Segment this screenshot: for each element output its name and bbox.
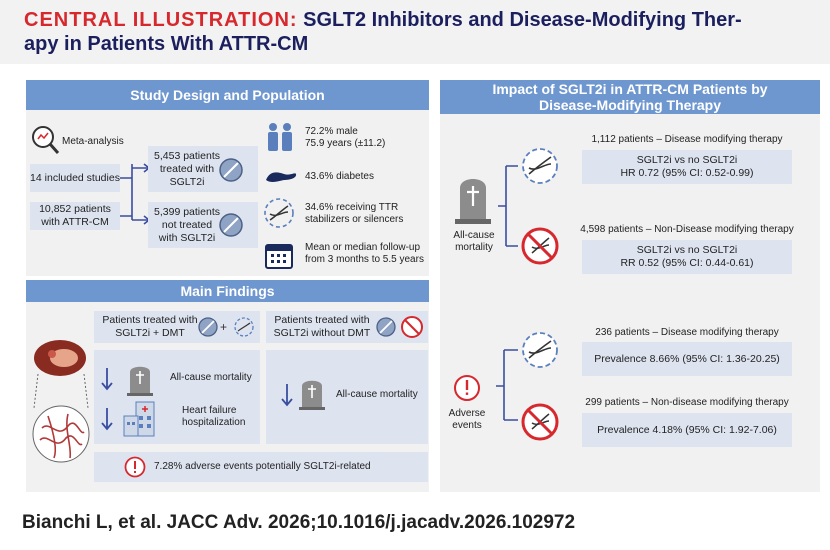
treated-label: 5,453 patients treated with SGLT2i — [154, 149, 220, 188]
calendar-icon — [265, 244, 293, 269]
treated-box: 5,453 patients treated with SGLT2i — [148, 146, 258, 192]
ttr-stat: 34.6% receiving TTR stabilizers or silen… — [305, 202, 404, 225]
tombstone-icon — [299, 380, 325, 410]
adverse-events-box — [94, 452, 428, 482]
heart-tissue-icon — [32, 340, 90, 463]
not-treated-label: 5,399 patients not treated with SGLT2i — [154, 205, 220, 244]
page-title: CENTRAL ILLUSTRATION: SGLT2 Inhibitors a… — [24, 8, 824, 56]
citation: Bianchi L, et al. JACC Adv. 2026;10.1016… — [22, 512, 576, 533]
pill-icon — [219, 158, 243, 182]
row2-line2: RR 0.52 (95% CI: 0.44-0.61) — [620, 257, 754, 269]
tombstone-icon — [127, 366, 153, 396]
dna-helix-icon — [264, 198, 294, 228]
impact-title: Impact of SGLT2i in ATTR-CM Patients by … — [440, 80, 820, 114]
warning-icon — [124, 456, 146, 478]
adverse-events-text: 7.28% adverse events potentially SGLT2i-… — [154, 461, 371, 472]
row4-caption: 299 patients – Non-disease modifying the… — [585, 397, 789, 408]
row1-caption: 1,112 patients – Disease modifying thera… — [591, 134, 783, 145]
row1-line1: SGLT2i vs no SGLT2i — [636, 154, 738, 166]
followup-stat: Mean or median follow-up from 3 months t… — [305, 242, 424, 265]
diabetes-stat: 43.6% diabetes — [305, 171, 374, 182]
dna-helix-icon — [522, 148, 558, 184]
pill-no-dmt-icon — [376, 316, 423, 338]
patients-box: 10,852 patients with ATTR-CM — [30, 202, 120, 230]
row3-line1: Prevalence 8.66% (95% CI: 1.36-20.25) — [594, 352, 780, 365]
title-line1: SGLT2 Inhibitors and Disease-Modifying T… — [303, 9, 742, 31]
no-dmt-icon — [521, 403, 559, 441]
adverse-label: Adverse events — [448, 408, 486, 431]
down-arrow-icon — [101, 408, 113, 431]
row2-line1: SGLT2i vs no SGLT2i — [636, 244, 738, 256]
row2-caption: 4,598 patients – Non-Disease modifying t… — [580, 224, 794, 235]
split-arrows — [120, 163, 150, 225]
branch-lines — [498, 165, 518, 247]
no-dmt-header: Patients treated with SGLT2i without DMT — [266, 311, 428, 343]
dmt-header: Patients treated with SGLT2i + DMT — [94, 311, 260, 343]
study-title: Study Design and Population — [26, 80, 429, 110]
dna-helix-icon — [522, 332, 558, 368]
row1-line2: HR 0.72 (95% CI: 0.52-0.99) — [620, 167, 754, 179]
no-dmt-icon — [521, 227, 559, 265]
down-arrow-icon — [281, 384, 293, 407]
row3-caption: 236 patients – Disease modifying therapy — [595, 327, 779, 338]
pancreas-icon — [266, 172, 297, 183]
dmt-hf-hospitalization: Heart failure hospitalization — [182, 405, 246, 428]
svg-text:+: + — [220, 320, 227, 334]
people-icon — [268, 123, 292, 151]
pill-plus-dmt-icon: + — [198, 317, 254, 337]
title-line2: apy in Patients With ATTR-CM — [24, 33, 309, 55]
dmt-header-label: Patients treated with SGLT2i + DMT — [102, 314, 198, 339]
hospital-icon — [123, 401, 155, 437]
row2-result: SGLT2i vs no SGLT2i RR 0.52 (95% CI: 0.4… — [582, 240, 792, 274]
tombstone-icon — [455, 179, 491, 224]
branch-lines — [496, 349, 518, 421]
demographics-stat: 72.2% male 75.9 years (±11.2) — [305, 126, 386, 149]
no-dmt-header-label: Patients treated with SGLT2i without DMT — [273, 314, 371, 339]
meta-analysis-label: Meta-analysis — [62, 136, 124, 147]
no-dmt-results-box — [266, 350, 428, 444]
row3-result: Prevalence 8.66% (95% CI: 1.36-20.25) — [582, 342, 792, 376]
mortality-label: All-cause mortality — [453, 230, 495, 253]
header-bar — [0, 0, 830, 64]
down-arrow-icon — [101, 368, 113, 391]
dmt-results-box — [94, 350, 260, 444]
row1-result: SGLT2i vs no SGLT2i HR 0.72 (95% CI: 0.5… — [582, 150, 792, 184]
no-dmt-mortality: All-cause mortality — [336, 389, 418, 400]
warning-icon — [454, 375, 480, 401]
dmt-mortality: All-cause mortality — [170, 372, 252, 383]
row4-line1: Prevalence 4.18% (95% CI: 1.92-7.06) — [597, 423, 777, 436]
pill-icon — [219, 213, 243, 237]
row4-result: Prevalence 4.18% (95% CI: 1.92-7.06) — [582, 413, 792, 447]
magnifier-icon — [32, 126, 60, 154]
title-label: CENTRAL ILLUSTRATION: — [24, 9, 298, 31]
findings-title: Main Findings — [26, 280, 429, 302]
studies-box: 14 included studies — [30, 164, 120, 192]
